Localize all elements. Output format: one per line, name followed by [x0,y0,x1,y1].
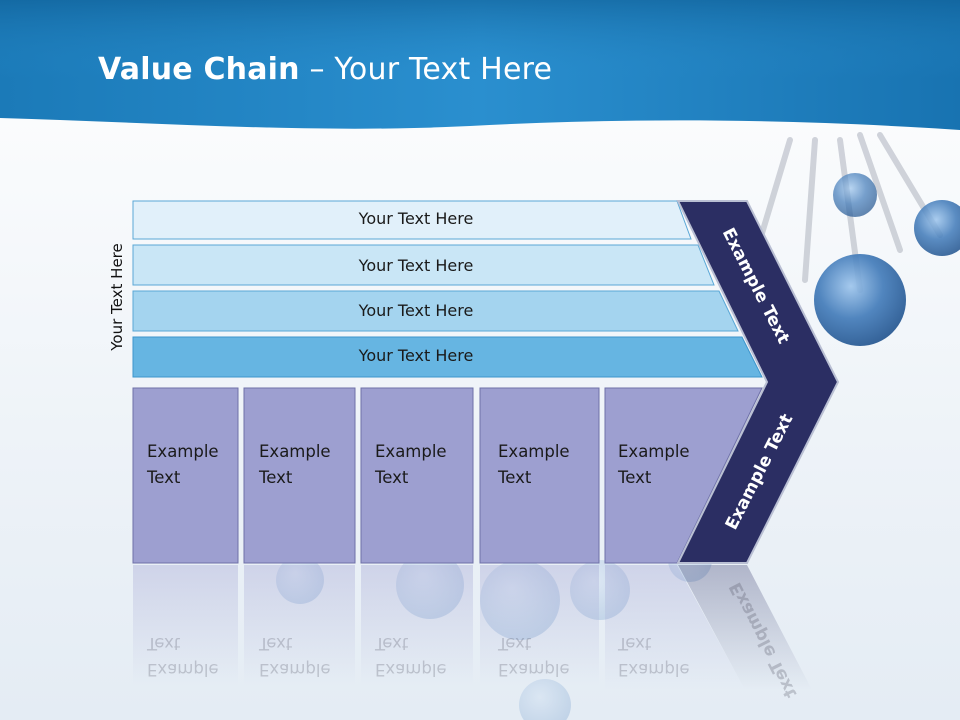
band-label-4: Your Text Here [358,346,474,365]
reflect-label-2-line2: Text [259,634,293,653]
reflect-label-1: Example Text [147,630,219,682]
reflect-label-5: Example Text [618,630,690,682]
band-1 [132,200,692,240]
box-4 [479,387,600,564]
box-label-2-line2: Text [259,468,293,487]
reflect-label-4: Example Text [498,630,570,682]
box-label-1: Example Text [147,439,219,491]
box-3 [360,387,474,564]
reflect-label-3: Example Text [375,630,447,682]
box-2 [243,387,356,564]
reflect-label-3-line1: Example [375,660,447,679]
band-3 [132,290,739,332]
box-label-2: Example Text [259,439,331,491]
band-4 [132,336,763,378]
box-label-1-line2: Text [147,468,181,487]
box-label-5-line2: Text [618,468,652,487]
reflect-label-4-line1: Example [498,660,570,679]
box-label-3-line1: Example [375,442,447,461]
box-label-3-line2: Text [375,468,409,487]
band-2 [132,244,715,286]
box-label-1-line1: Example [147,442,219,461]
slide-title: Value Chain – Your Text Here [98,52,552,87]
box-label-4: Example Text [498,439,570,491]
reflect-label-3-line2: Text [375,634,409,653]
box-1 [132,387,239,564]
title-rest: – Your Text Here [299,52,553,87]
band-label-2: Your Text Here [358,256,474,275]
band-label-1: Your Text Here [358,209,474,228]
band-label-3: Your Text Here [358,301,474,320]
reflect-label-5-line2: Text [618,634,652,653]
box-label-4-line2: Text [498,468,532,487]
chevron-arrow [676,200,840,564]
reflection [133,565,812,690]
box-label-4-line1: Example [498,442,570,461]
title-main: Value Chain [98,52,300,87]
box-label-5-line1: Example [618,442,690,461]
reflect-label-1-line1: Example [147,660,219,679]
reflect-label-4-line2: Text [498,634,532,653]
reflect-label-1-line2: Text [147,634,181,653]
reflect-label-2-line1: Example [259,660,331,679]
box-label-2-line1: Example [259,442,331,461]
reflect-label-2: Example Text [259,630,331,682]
box-label-5: Example Text [618,439,690,491]
header-banner [0,0,960,130]
reflect-label-5-line1: Example [618,660,690,679]
box-label-3: Example Text [375,439,447,491]
